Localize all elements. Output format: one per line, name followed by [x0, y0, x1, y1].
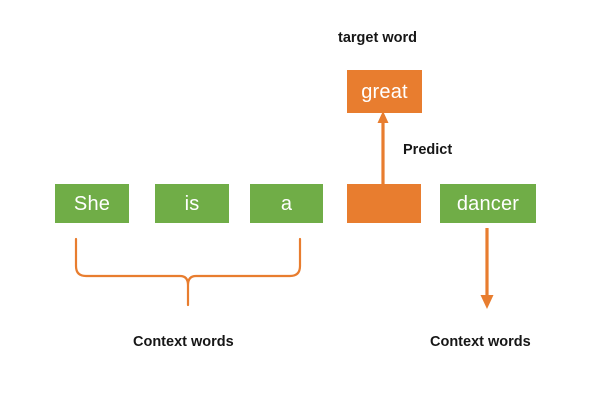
context-arrow-icon: [480, 228, 494, 309]
predict-arrow-icon: [377, 111, 389, 186]
word-box-is: is: [155, 184, 229, 223]
word-box-she: She: [55, 184, 129, 223]
target-word-box: great: [347, 70, 422, 113]
context-words-caption-right: Context words: [430, 334, 531, 350]
predict-caption: Predict: [403, 142, 453, 158]
context-words-caption-left: Context words: [133, 334, 234, 350]
word-box-dancer: dancer: [440, 184, 536, 223]
word-box-target-slot: [347, 184, 421, 223]
target-word-caption: target word: [338, 30, 417, 46]
word-box-a: a: [250, 184, 323, 223]
context-brace-icon: [74, 237, 302, 307]
